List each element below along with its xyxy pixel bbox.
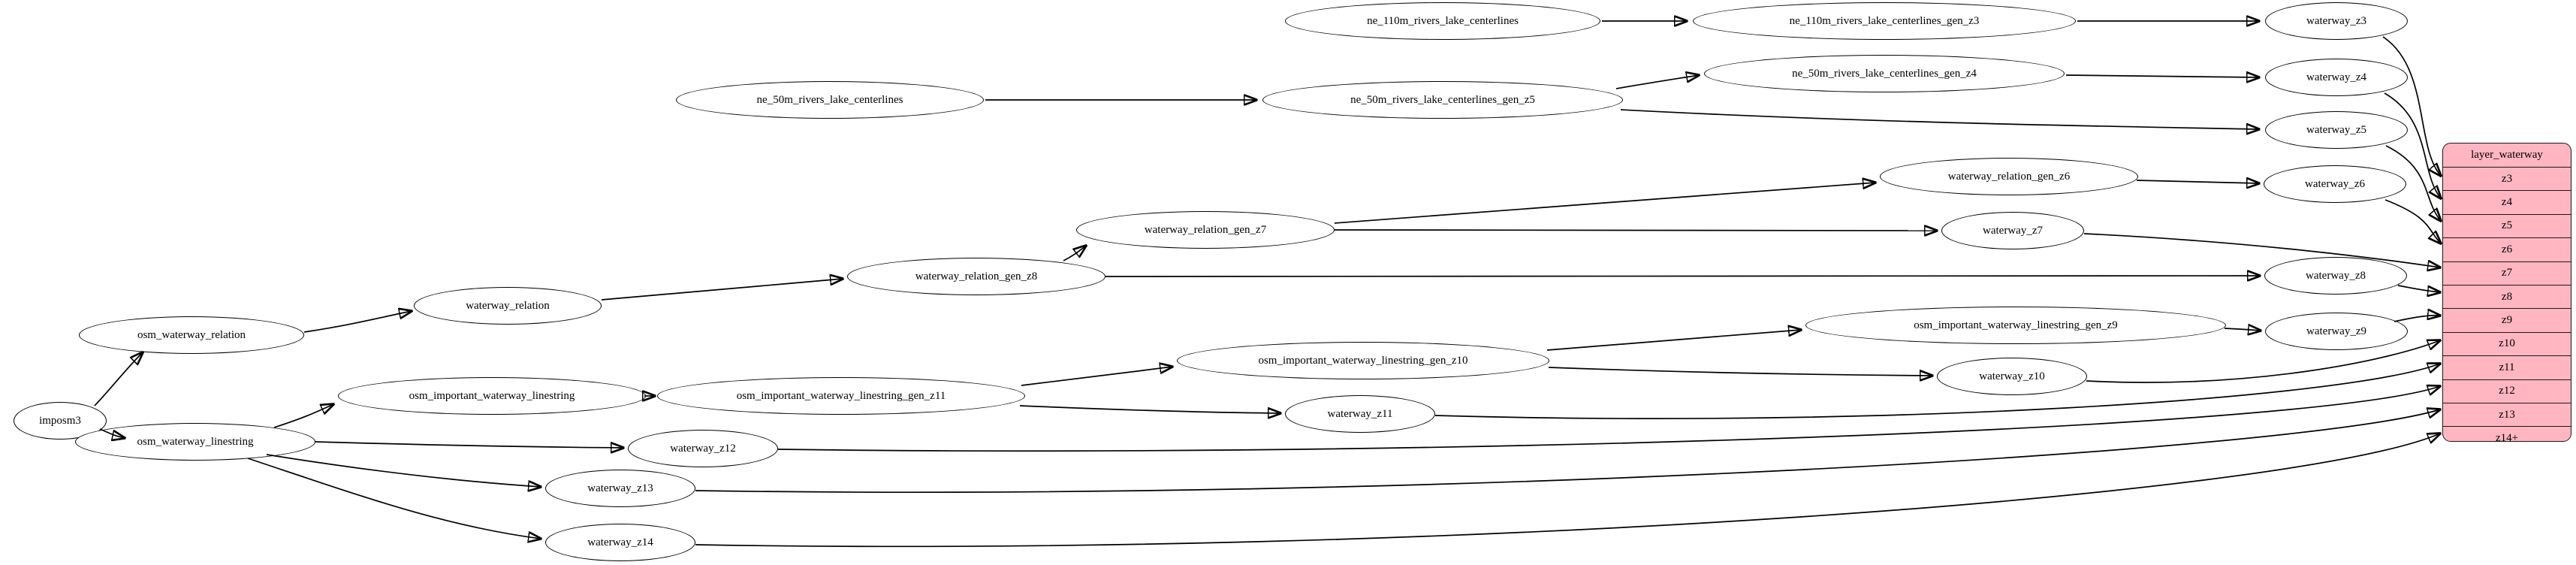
edge-osm-waterway-linestring-to-important: [273, 404, 333, 428]
edge-gen-z8-to-gen-z7: [1063, 246, 1086, 261]
edge-waterway-z8-to-row-z8: [2397, 285, 2440, 292]
edge-waterway-z11-to-row-z11: [1434, 364, 2440, 419]
edge-gen-z7-to-waterway-z7: [1334, 230, 1937, 231]
node-waterway-z14: waterway_z14: [545, 524, 695, 561]
edge-gen-z10-to-waterway-z10: [1548, 367, 1932, 376]
edge-waterway-z6-to-row-z6: [2384, 199, 2441, 243]
table-row-z6: z6: [2443, 237, 2571, 261]
node-waterway-z8: waterway_z8: [2264, 257, 2407, 295]
node-osm-waterway-linestring: osm_waterway_linestring: [75, 423, 315, 461]
node-waterway-relation-gen-z6: waterway_relation_gen_z6: [1880, 158, 2138, 195]
node-waterway-z4: waterway_z4: [2265, 59, 2408, 96]
node-waterway-z7: waterway_z7: [1941, 212, 2084, 249]
edge-osm-waterway-linestring-to-waterway-z14: [247, 458, 541, 539]
node-waterway-relation-gen-z7: waterway_relation_gen_z7: [1076, 211, 1335, 249]
edge-gen-z7-to-gen-z6: [1334, 183, 1875, 224]
edge-waterway-z13-to-row-z13: [695, 409, 2440, 494]
edge-waterway-z14-to-row-z14: [695, 434, 2440, 548]
node-ne-110m-rivers-lake-centerlines: ne_110m_rivers_lake_centerlines: [1285, 2, 1600, 40]
edge-waterway-z9-to-row-z9: [2394, 316, 2440, 322]
edge-waterway-z3-to-row-z3: [2382, 36, 2441, 176]
node-ne-110m-rivers-lake-centerlines-gen-z3: ne_110m_rivers_lake_centerlines_gen_z3: [1693, 2, 2076, 40]
layer-waterway-table-title: layer_waterway: [2471, 149, 2543, 161]
edge-gen-z9-to-waterway-z9: [2224, 328, 2261, 331]
node-waterway-z11: waterway_z11: [1285, 395, 1435, 433]
edge-waterway-z10-to-row-z10: [2086, 340, 2440, 383]
node-osm-waterway-relation: osm_waterway_relation: [79, 316, 304, 354]
table-row-z12: z12: [2443, 379, 2571, 403]
node-waterway-z9: waterway_z9: [2265, 313, 2408, 350]
edge-gen-z11-to-waterway-z11: [1019, 405, 1280, 413]
node-waterway-relation: waterway_relation: [414, 287, 602, 325]
table-row-z4: z4: [2443, 190, 2571, 213]
table-row-z7: z7: [2443, 261, 2571, 285]
node-ne-50m-rivers-lake-centerlines-gen-z5: ne_50m_rivers_lake_centerlines_gen_z5: [1262, 81, 1623, 119]
edge-gen-z5-to-waterway-z5: [1620, 109, 2259, 129]
edge-gen-z6-to-waterway-z6: [2136, 180, 2259, 183]
node-waterway-z12: waterway_z12: [628, 430, 778, 467]
node-waterway-z5: waterway_z5: [2265, 111, 2408, 149]
node-waterway-relation-gen-z8: waterway_relation_gen_z8: [847, 258, 1106, 295]
node-ne-50m-rivers-lake-centerlines-gen-z4: ne_50m_rivers_lake_centerlines_gen_z4: [1704, 55, 2065, 92]
table-row-z9: z9: [2443, 308, 2571, 331]
table-row-z13: z13: [2443, 402, 2571, 426]
edge-imposm3-to-osm-waterway-relation: [94, 352, 143, 406]
table-row-z11: z11: [2443, 355, 2571, 379]
node-waterway-z6: waterway_z6: [2264, 165, 2406, 203]
node-waterway-z3: waterway_z3: [2265, 2, 2408, 40]
table-row-z10: z10: [2443, 331, 2571, 355]
node-osm-important-waterway-linestring-gen-z10: osm_important_waterway_linestring_gen_z1…: [1177, 342, 1549, 379]
node-imposm3: imposm3: [14, 402, 107, 440]
node-osm-important-waterway-linestring: osm_important_waterway_linestring: [338, 377, 646, 415]
edge-osm-waterway-relation-to-waterway-relation: [303, 311, 412, 333]
table-row-z5: z5: [2443, 213, 2571, 237]
edge-gen-z10-to-gen-z9: [1546, 330, 1801, 351]
edge-gen-z4-to-waterway-z4: [2065, 75, 2259, 77]
node-waterway-z10: waterway_z10: [1937, 358, 2087, 395]
edge-waterway-z12-to-row-z12: [777, 386, 2440, 452]
edge-gen-z11-to-gen-z10: [1021, 367, 1172, 386]
table-row-z14: z14+: [2443, 426, 2571, 441]
node-ne-50m-rivers-lake-centerlines: ne_50m_rivers_lake_centerlines: [676, 81, 984, 119]
table-row-z8: z8: [2443, 284, 2571, 308]
node-osm-important-waterway-linestring-gen-z9: osm_important_waterway_linestring_gen_z9: [1805, 307, 2226, 344]
edge-gen-z5-to-gen-z4: [1615, 75, 1699, 89]
edge-osm-waterway-linestring-to-waterway-z13: [266, 454, 541, 487]
edge-waterway-relation-to-gen-z8: [601, 279, 843, 301]
node-waterway-z13: waterway_z13: [545, 470, 695, 507]
node-osm-important-waterway-linestring-gen-z11: osm_important_waterway_linestring_gen_z1…: [657, 377, 1025, 415]
table-row-z3: z3: [2443, 167, 2571, 190]
edge-osm-waterway-linestring-to-waterway-z12: [315, 441, 623, 448]
